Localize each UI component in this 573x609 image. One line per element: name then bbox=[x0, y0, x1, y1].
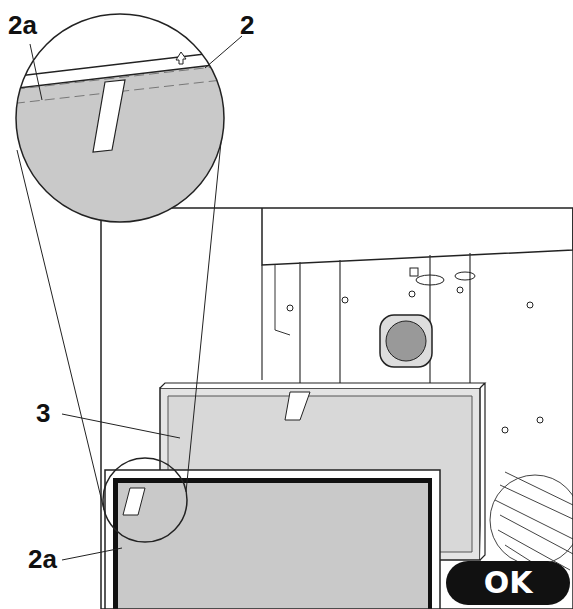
leader-lines bbox=[30, 36, 242, 560]
magnified-detail bbox=[0, 10, 240, 240]
callout-number: 2a bbox=[28, 546, 57, 572]
scene bbox=[101, 208, 573, 609]
callout-number: 2a bbox=[8, 12, 37, 38]
callout-number: 2 bbox=[240, 12, 254, 38]
badge-text: OK bbox=[484, 568, 533, 598]
filter-2a bbox=[105, 470, 440, 609]
button bbox=[380, 315, 432, 367]
ok-badge: OK bbox=[446, 561, 570, 605]
housing bbox=[262, 208, 573, 265]
callout-number: 3 bbox=[36, 400, 50, 426]
